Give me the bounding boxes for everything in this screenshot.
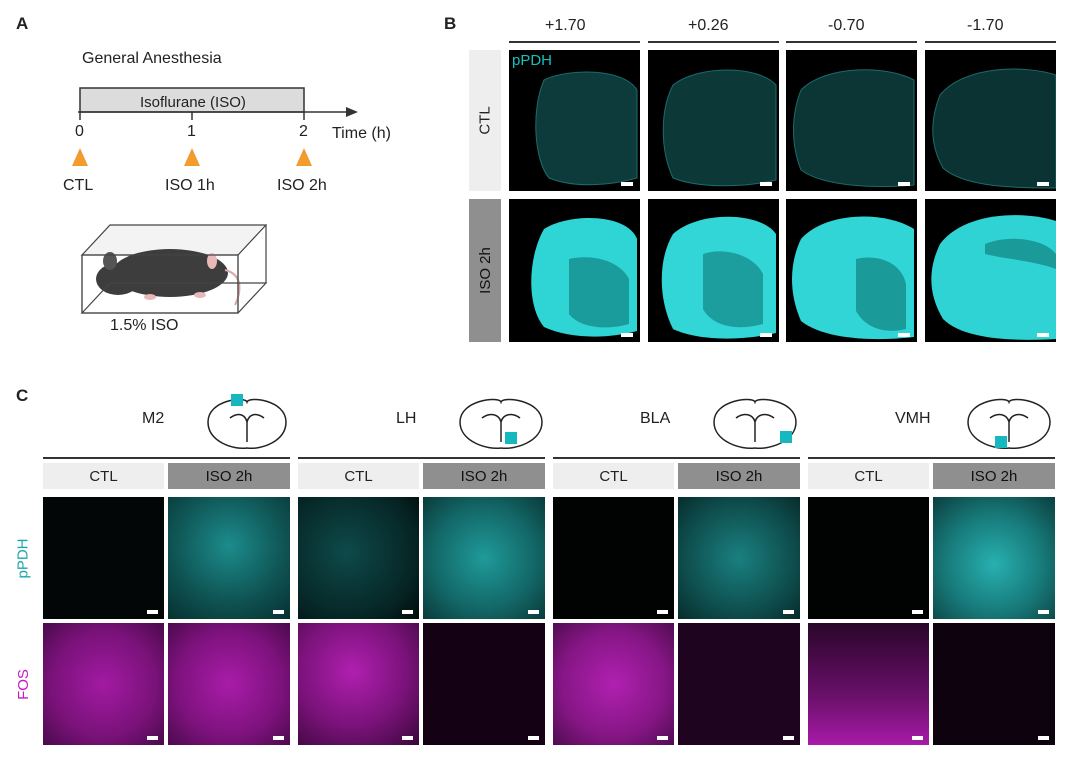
micrograph-vmh-ctl-ppdh <box>808 497 929 619</box>
region-line-vmh <box>808 457 1055 459</box>
row-label-ctl: CTL <box>469 50 501 191</box>
coord-label-2: +0.26 <box>688 17 729 34</box>
time-axis-arrow <box>346 107 358 117</box>
region-line-m2 <box>43 457 290 459</box>
timeline-diagram <box>72 87 358 166</box>
brain-section-ctl-4 <box>925 50 1056 191</box>
brain-section-ctl-1 <box>509 50 640 191</box>
brain-schematic-bla-icon <box>713 398 797 450</box>
region-line-lh <box>298 457 545 459</box>
micrograph-lh-iso2h-ppdh <box>423 497 545 619</box>
anesthesia-title: General Anesthesia <box>82 50 222 67</box>
region-line-bla <box>553 457 800 459</box>
coord-label-1: +1.70 <box>545 17 586 34</box>
brain-schematic-m2-icon <box>207 394 287 450</box>
cond-lh-ctl: CTL <box>298 463 419 489</box>
panel-c-letter: C <box>16 386 29 405</box>
brain-schematic-vmh-icon <box>967 398 1051 450</box>
isoflurane-bar-label: Isoflurane (ISO) <box>140 94 246 111</box>
micrograph-m2-iso2h-fos <box>168 623 290 745</box>
micrograph-vmh-ctl-fos <box>808 623 929 745</box>
cond-bla-ctl: CTL <box>553 463 674 489</box>
micrograph-vmh-iso2h-fos <box>933 623 1055 745</box>
micrograph-bla-ctl-fos <box>553 623 674 745</box>
marker-iso1h-icon <box>184 148 200 166</box>
cond-m2-ctl: CTL <box>43 463 164 489</box>
cond-lh-iso2h: ISO 2h <box>423 463 545 489</box>
stain-label-pPDH: pPDH <box>512 52 553 69</box>
dose-label: 1.5% ISO <box>110 317 179 334</box>
region-label-lh: LH <box>396 410 417 427</box>
brain-schematic-lh-icon <box>459 398 543 450</box>
marker-ctl-icon <box>72 148 88 166</box>
mouse-chamber-illustration <box>80 224 268 314</box>
panel-b-letter: B <box>444 14 457 33</box>
tick-label-2: 2 <box>299 123 308 140</box>
marker-label-ctl: CTL <box>63 177 94 194</box>
coord-label-4: -1.70 <box>967 17 1004 34</box>
coord-line-1 <box>509 41 640 43</box>
coord-line-3 <box>786 41 917 43</box>
micrograph-lh-iso2h-fos <box>423 623 545 745</box>
isoflurane-bar <box>79 87 305 113</box>
micrograph-m2-iso2h-ppdh <box>168 497 290 619</box>
time-axis-label: Time (h) <box>332 125 391 142</box>
marker-iso2h-icon <box>296 148 312 166</box>
micrograph-bla-ctl-ppdh <box>553 497 674 619</box>
marker-label-iso2h: ISO 2h <box>277 177 327 194</box>
marker-label-iso1h: ISO 1h <box>165 177 215 194</box>
tick-label-1: 1 <box>187 123 196 140</box>
cond-bla-iso2h: ISO 2h <box>678 463 800 489</box>
coord-line-4 <box>925 41 1056 43</box>
cond-vmh-iso2h: ISO 2h <box>933 463 1055 489</box>
micrograph-bla-iso2h-ppdh <box>678 497 800 619</box>
brain-section-iso2h-3 <box>786 199 917 342</box>
micrograph-vmh-iso2h-ppdh <box>933 497 1055 619</box>
micrograph-bla-iso2h-fos <box>678 623 800 745</box>
brain-section-ctl-3 <box>786 50 917 191</box>
coord-line-2 <box>648 41 779 43</box>
tick-label-0: 0 <box>75 123 84 140</box>
brain-section-iso2h-1 <box>509 199 640 342</box>
row-label-ppdh: pPDH <box>14 537 32 579</box>
micrograph-lh-ctl-ppdh <box>298 497 419 619</box>
region-label-bla: BLA <box>640 410 671 427</box>
brain-section-iso2h-2 <box>648 199 779 342</box>
brain-section-iso2h-4 <box>925 199 1056 342</box>
cond-vmh-ctl: CTL <box>808 463 929 489</box>
region-label-vmh: VMH <box>895 410 931 427</box>
row-label-iso2h: ISO 2h <box>469 199 501 342</box>
micrograph-m2-ctl-ppdh <box>43 497 164 619</box>
row-label-fos: FOS <box>14 668 32 700</box>
panel-a-letter: A <box>16 14 29 33</box>
region-label-m2: M2 <box>142 410 165 427</box>
micrograph-lh-ctl-fos <box>298 623 419 745</box>
coord-label-3: -0.70 <box>828 17 865 34</box>
brain-section-ctl-2 <box>648 50 779 191</box>
micrograph-m2-ctl-fos <box>43 623 164 745</box>
cond-m2-iso2h: ISO 2h <box>168 463 290 489</box>
